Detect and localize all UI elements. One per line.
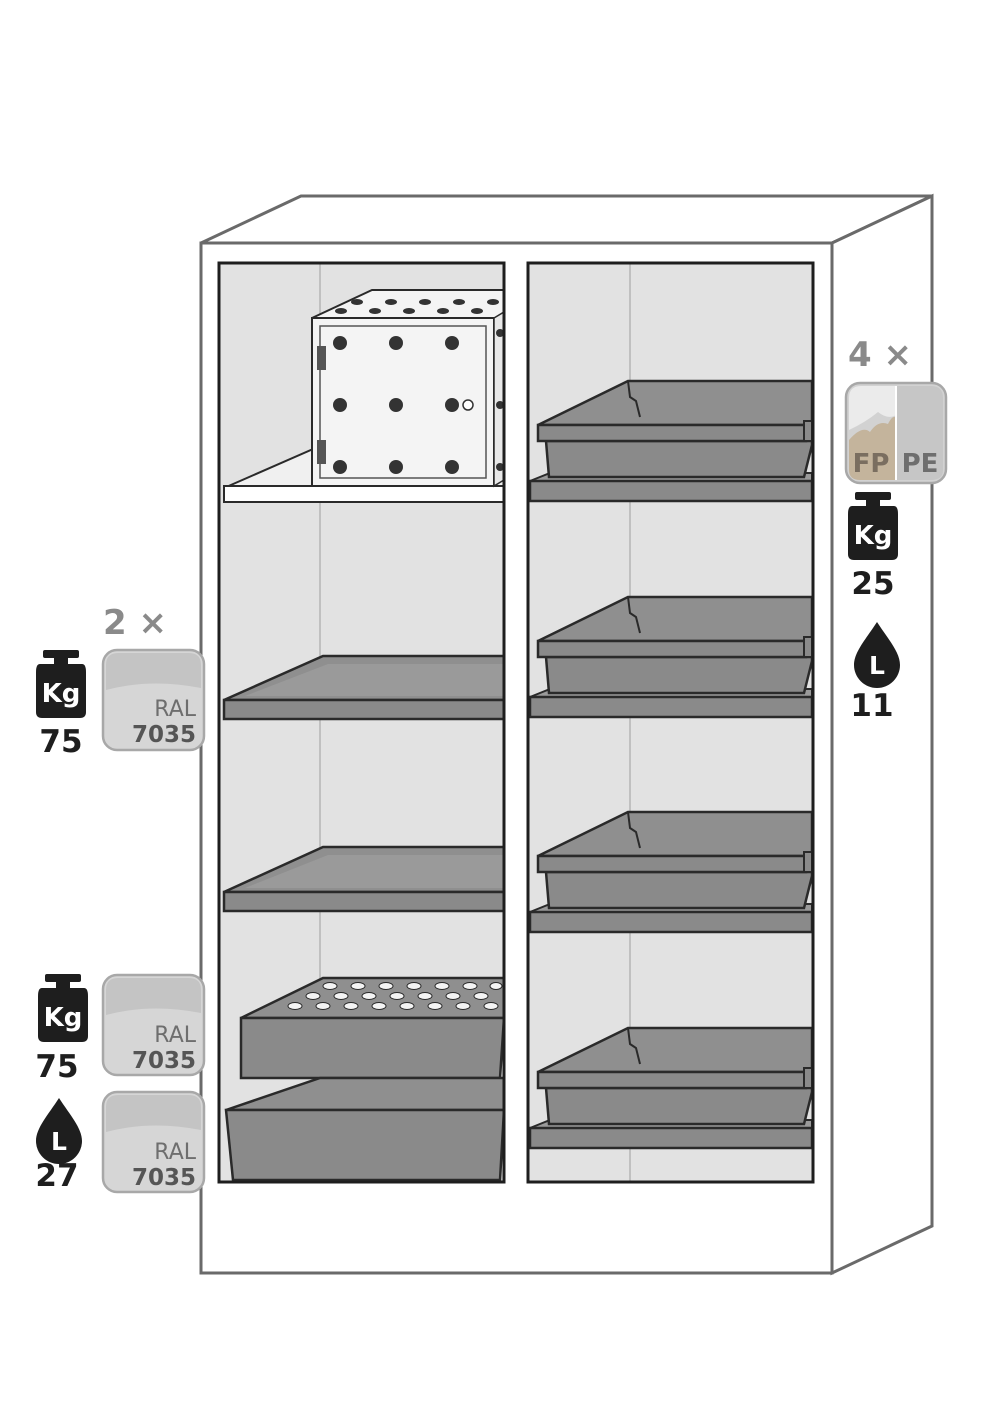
svg-text:Kg: Kg — [854, 521, 893, 551]
left-compartment — [217, 261, 506, 1184]
svg-text:7035: 7035 — [132, 1048, 196, 1074]
svg-text:RAL: RAL — [154, 1140, 196, 1165]
volume-value: 27 — [35, 1158, 78, 1194]
quantity-label: 2 × — [103, 603, 167, 643]
volume-drop-icon: L — [854, 622, 900, 688]
weight-icon: Kg — [848, 492, 898, 560]
ventilated-storage-box — [311, 289, 505, 488]
weight-icon: Kg — [38, 974, 88, 1042]
spec-right: 4 × FP PE Kg 25 L 11 — [844, 335, 948, 724]
shelf-tray-2 — [222, 845, 506, 913]
material-chip: FP PE — [844, 381, 948, 485]
bottom-sump — [224, 1076, 506, 1182]
svg-text:L: L — [51, 1127, 67, 1156]
svg-text:RAL: RAL — [154, 1023, 196, 1048]
svg-text:PE: PE — [902, 449, 939, 479]
quantity-label: 4 × — [848, 335, 912, 375]
weight-value: 25 — [851, 566, 894, 602]
volume-value: 11 — [850, 688, 893, 724]
color-chip: RAL 7035 — [101, 1090, 206, 1194]
svg-text:7035: 7035 — [132, 1165, 196, 1191]
shelf-tray-1 — [222, 654, 506, 721]
sump-tray-2 — [528, 595, 814, 719]
perforated-insert — [239, 976, 506, 1080]
weight-value: 75 — [35, 1049, 78, 1085]
spec-left-bottom: Kg 75 RAL 7035 L 27 RAL 7035 — [35, 973, 206, 1194]
svg-text:FP: FP — [853, 449, 890, 479]
svg-text:L: L — [869, 651, 885, 680]
svg-text:RAL: RAL — [154, 697, 196, 722]
weight-icon: Kg — [36, 650, 86, 718]
volume-drop-icon: L — [36, 1098, 82, 1164]
sump-tray-4 — [528, 1026, 814, 1150]
color-chip: RAL 7035 — [101, 648, 206, 752]
cabinet-top-face — [200, 194, 933, 245]
svg-text:Kg: Kg — [44, 1003, 83, 1033]
color-chip: RAL 7035 — [101, 973, 206, 1077]
right-compartment — [526, 261, 815, 1184]
spec-left-top: 2 × Kg 75 RAL 7035 — [36, 603, 206, 760]
sump-tray-3 — [528, 810, 814, 934]
sump-tray-1 — [528, 379, 814, 503]
weight-value: 75 — [39, 724, 82, 760]
svg-text:7035: 7035 — [132, 722, 196, 748]
svg-text:Kg: Kg — [42, 679, 81, 709]
